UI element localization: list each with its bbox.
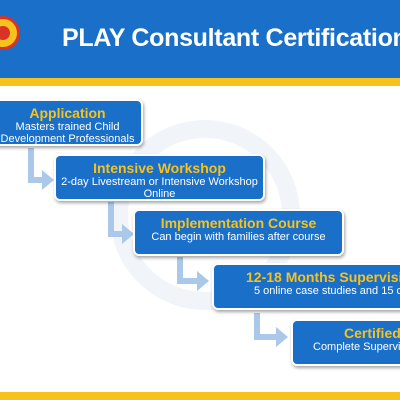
arrow-icon-3 xyxy=(177,257,209,291)
step-description: 5 online case studies and 15 case xyxy=(254,285,400,297)
step-description: 2-day Livestream or Intensive Workshop O… xyxy=(61,176,258,200)
step-supervision: 12-18 Months Supervision 5 online case s… xyxy=(212,263,400,310)
step-implementation-course: Implementation Course Can begin with fam… xyxy=(133,209,344,256)
logo-center xyxy=(0,26,10,40)
arrow-icon-2 xyxy=(108,202,134,244)
arrow-icon-1 xyxy=(28,148,54,190)
step-title: Implementation Course xyxy=(160,215,317,231)
step-title: Intensive Workshop xyxy=(93,160,226,176)
arrow-icon-4 xyxy=(254,313,288,347)
step-description: Masters trained Child Development Profes… xyxy=(0,121,135,145)
step-title: Application xyxy=(29,105,106,121)
step-certified: Certified! Complete Supervision xyxy=(291,319,400,366)
header-banner: PLAY Consultant Certification xyxy=(0,0,400,78)
step-description: Complete Supervision xyxy=(313,341,400,353)
step-title: 12-18 Months Supervision xyxy=(246,269,400,285)
step-application: Application Masters trained Child Develo… xyxy=(0,99,143,146)
header-accent-stripe xyxy=(0,78,400,86)
play-project-logo-icon xyxy=(0,16,20,50)
page-title: PLAY Consultant Certification xyxy=(62,24,400,52)
step-title: Certified! xyxy=(344,325,400,341)
step-intensive-workshop: Intensive Workshop 2-day Livestream or I… xyxy=(54,154,265,201)
step-description: Can begin with families after course xyxy=(151,231,326,243)
footer-accent-stripe xyxy=(0,392,400,400)
